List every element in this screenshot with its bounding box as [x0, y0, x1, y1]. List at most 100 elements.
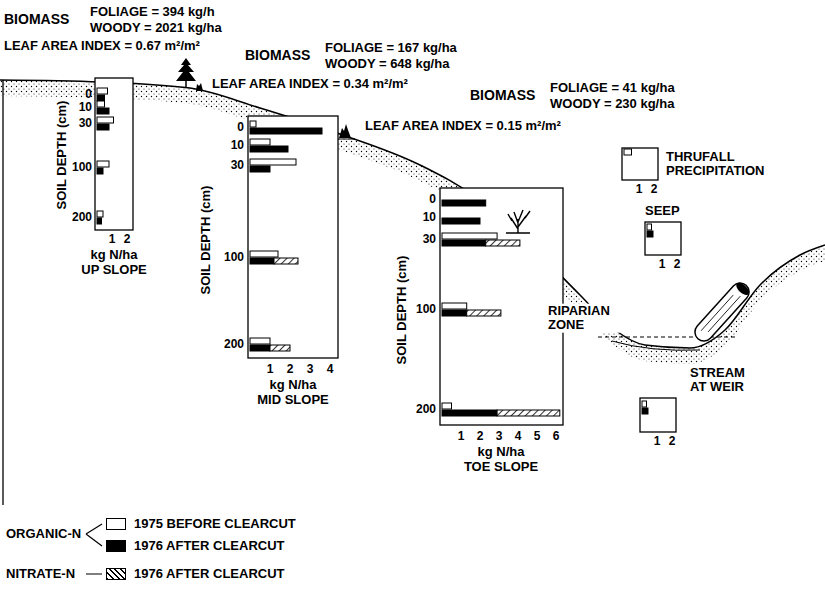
value-tick: 2	[651, 183, 658, 196]
value-tick: 6	[553, 430, 560, 443]
nitrate-n-1976-bar	[467, 310, 501, 316]
organic-n-1976-bar	[97, 124, 109, 130]
axis-unit: kg N/ha	[270, 378, 317, 392]
organic-n-1976-bar	[97, 168, 103, 174]
foliage-biomass: FOLIAGE = 394 kg/h	[90, 5, 215, 19]
legend-bracket	[86, 524, 102, 574]
axis-unit: kg N/ha	[478, 445, 525, 459]
depth-tick: 30	[423, 233, 436, 246]
legend-entry: 1976 AFTER CLEARCUT	[106, 566, 284, 581]
depth-tick: 200	[72, 211, 92, 224]
depth-tick: 10	[79, 101, 92, 114]
organic-n-1976-bar	[250, 258, 274, 264]
site-name: TOE SLOPE	[464, 460, 538, 474]
organic-n-1976-bar	[442, 310, 467, 316]
chart-frame	[248, 116, 338, 358]
organic-n-1975-bar	[250, 139, 270, 145]
value-tick: 3	[496, 430, 503, 443]
organic-n-1975-bar	[442, 303, 467, 309]
conifer-tree	[176, 58, 196, 81]
site-label: THRUFALL PRECIPITATION	[666, 150, 778, 179]
depth-tick: 30	[79, 117, 92, 130]
depth-tick: 200	[416, 403, 436, 416]
organic-n-1975-bar	[647, 224, 652, 230]
chart-frame	[645, 222, 681, 255]
nitrate-n-1976-bar	[497, 410, 560, 416]
legend-group-label: NITRATE-N	[6, 567, 75, 581]
legend-group-label: ORGANIC-N	[6, 527, 81, 541]
organic-n-1976-bar	[647, 231, 653, 237]
value-tick: 1	[654, 435, 661, 448]
value-tick: 1	[267, 363, 274, 376]
nitrate-n-1976-bar	[270, 345, 290, 351]
depth-tick: 10	[423, 211, 436, 224]
biomass-heading: BIOMASS	[470, 88, 535, 103]
biomass-heading: BIOMASS	[4, 12, 69, 27]
value-tick: 4	[515, 430, 522, 443]
organic-n-1976-bar	[97, 218, 102, 224]
chart-frame	[622, 148, 658, 180]
nitrate-n-1976-bar	[274, 258, 298, 264]
organic-n-1976-bar	[250, 166, 270, 172]
depth-tick: 10	[231, 139, 244, 152]
organic-n-1976-bar	[442, 200, 486, 206]
value-tick: 2	[287, 363, 294, 376]
site-name: MID SLOPE	[257, 393, 329, 407]
organic-n-1976-bar	[442, 240, 486, 246]
organic-n-1976-bar	[442, 218, 480, 224]
water-level	[598, 337, 738, 338]
organic-n-1975-bar	[250, 338, 270, 344]
organic-n-1976-bar	[250, 146, 288, 152]
stump	[196, 83, 203, 91]
chart-frame	[640, 398, 676, 432]
organic-n-1975-bar	[624, 149, 632, 155]
organic-n-1975-bar	[442, 233, 497, 239]
organic-n-1975-bar	[97, 117, 114, 123]
value-tick: 1	[458, 430, 465, 443]
site-name: UP SLOPE	[81, 263, 147, 277]
depth-tick: 100	[224, 251, 244, 264]
nitrate-n-1976-bar	[486, 240, 520, 246]
organic-n-1976-bar	[250, 128, 322, 134]
value-tick: 2	[477, 430, 484, 443]
depth-tick: 0	[237, 121, 244, 134]
site-label: SEEP	[645, 204, 680, 218]
organic-n-1976-bar	[642, 408, 648, 414]
woody-biomass: WOODY = 2021 kg/ha	[90, 21, 222, 35]
value-tick: 2	[674, 258, 681, 271]
woody-biomass: WOODY = 648 kg/ha	[325, 57, 449, 71]
depth-tick: 0	[429, 193, 436, 206]
depth-tick: 100	[416, 303, 436, 316]
chart-frame	[440, 188, 563, 425]
legend-text: 1975 BEFORE CLEARCUT	[134, 516, 296, 531]
axis-unit: kg N/ha	[91, 248, 138, 262]
organic-n-1976-bar	[97, 108, 109, 114]
axis-title: SOIL DEPTH (cm)	[395, 256, 409, 365]
depth-tick: 30	[231, 159, 244, 172]
value-tick: 2	[124, 233, 131, 246]
log-grain	[701, 292, 740, 335]
organic-n-1975-bar	[97, 88, 108, 94]
organic-n-1975-bar	[97, 211, 103, 217]
profile-edge	[2, 80, 3, 505]
value-tick: 1	[659, 258, 666, 271]
leaf-area-index: LEAF AREA INDEX = 0.34 m²/m²	[212, 77, 408, 91]
organic-n-1975-bar	[642, 401, 647, 407]
zone-label: RIPARIAN ZONE	[546, 304, 628, 333]
foliage-biomass: FOLIAGE = 41 kg/ha	[550, 81, 675, 95]
legend-entry: 1976 AFTER CLEARCUT	[106, 538, 284, 553]
shrub	[506, 210, 530, 233]
axis-title: SOIL DEPTH (cm)	[55, 101, 69, 210]
axis-title: SOIL DEPTH (cm)	[199, 186, 213, 295]
organic-n-1975-bar	[442, 403, 452, 409]
organic-n-1976-bar	[442, 410, 497, 416]
leaf-area-index: LEAF AREA INDEX = 0.15 m²/m²	[365, 119, 561, 133]
legend-swatch	[106, 518, 126, 530]
chart-frame	[95, 78, 133, 230]
legend-entry: 1975 BEFORE CLEARCUT	[106, 516, 296, 531]
organic-n-1975-bar	[97, 161, 109, 167]
log-body	[691, 279, 753, 345]
log-end	[734, 281, 751, 298]
biomass-heading: BIOMASS	[245, 48, 310, 63]
